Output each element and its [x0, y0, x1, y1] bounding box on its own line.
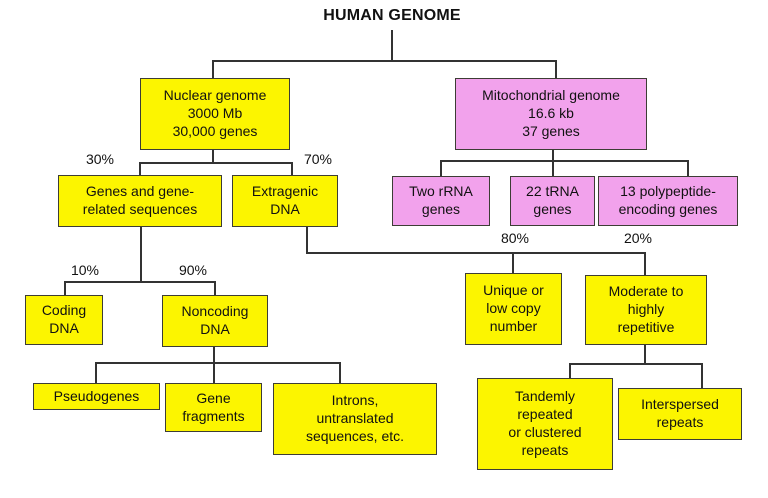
node-unique-low-copy-number: Unique or low copy number — [465, 273, 562, 345]
node-extragenic-dna: Extragenic DNA — [232, 175, 338, 227]
node-gene-fragments: Gene fragments — [165, 383, 262, 432]
node-moderate-highly-repetitive: Moderate to highly repetitive — [585, 275, 707, 345]
node-nuclear-genome: Nuclear genome 3000 Mb 30,000 genes — [140, 78, 290, 150]
node-interspersed-repeats: Interspersed repeats — [618, 388, 742, 440]
node-mitochondrial-genome: Mitochondrial genome 16.6 kb 37 genes — [455, 78, 647, 150]
node-tandemly-repeated-clustered-repeats: Tandemly repeated or clustered repeats — [477, 378, 613, 470]
node-pseudogenes: Pseudogenes — [33, 383, 160, 410]
node-22-trna-genes: 22 tRNA genes — [510, 176, 595, 226]
percent-label-30: 30% — [85, 151, 115, 167]
percent-label-10: 10% — [70, 262, 100, 278]
percent-label-20: 20% — [623, 230, 653, 246]
diagram-title: HUMAN GENOME — [323, 7, 461, 24]
percent-label-90: 90% — [178, 262, 208, 278]
node-genes-gene-related-sequences: Genes and gene- related sequences — [58, 175, 222, 227]
node-noncoding-dna: Noncoding DNA — [162, 295, 268, 347]
node-coding-dna: Coding DNA — [25, 295, 103, 345]
percent-label-80: 80% — [500, 230, 530, 246]
node-introns-untranslated-sequences: Introns, untranslated sequences, etc. — [273, 383, 437, 455]
node-two-rrna-genes: Two rRNA genes — [392, 176, 490, 226]
percent-label-70: 70% — [303, 151, 333, 167]
node-13-polypeptide-encoding-genes: 13 polypeptide- encoding genes — [598, 176, 738, 226]
